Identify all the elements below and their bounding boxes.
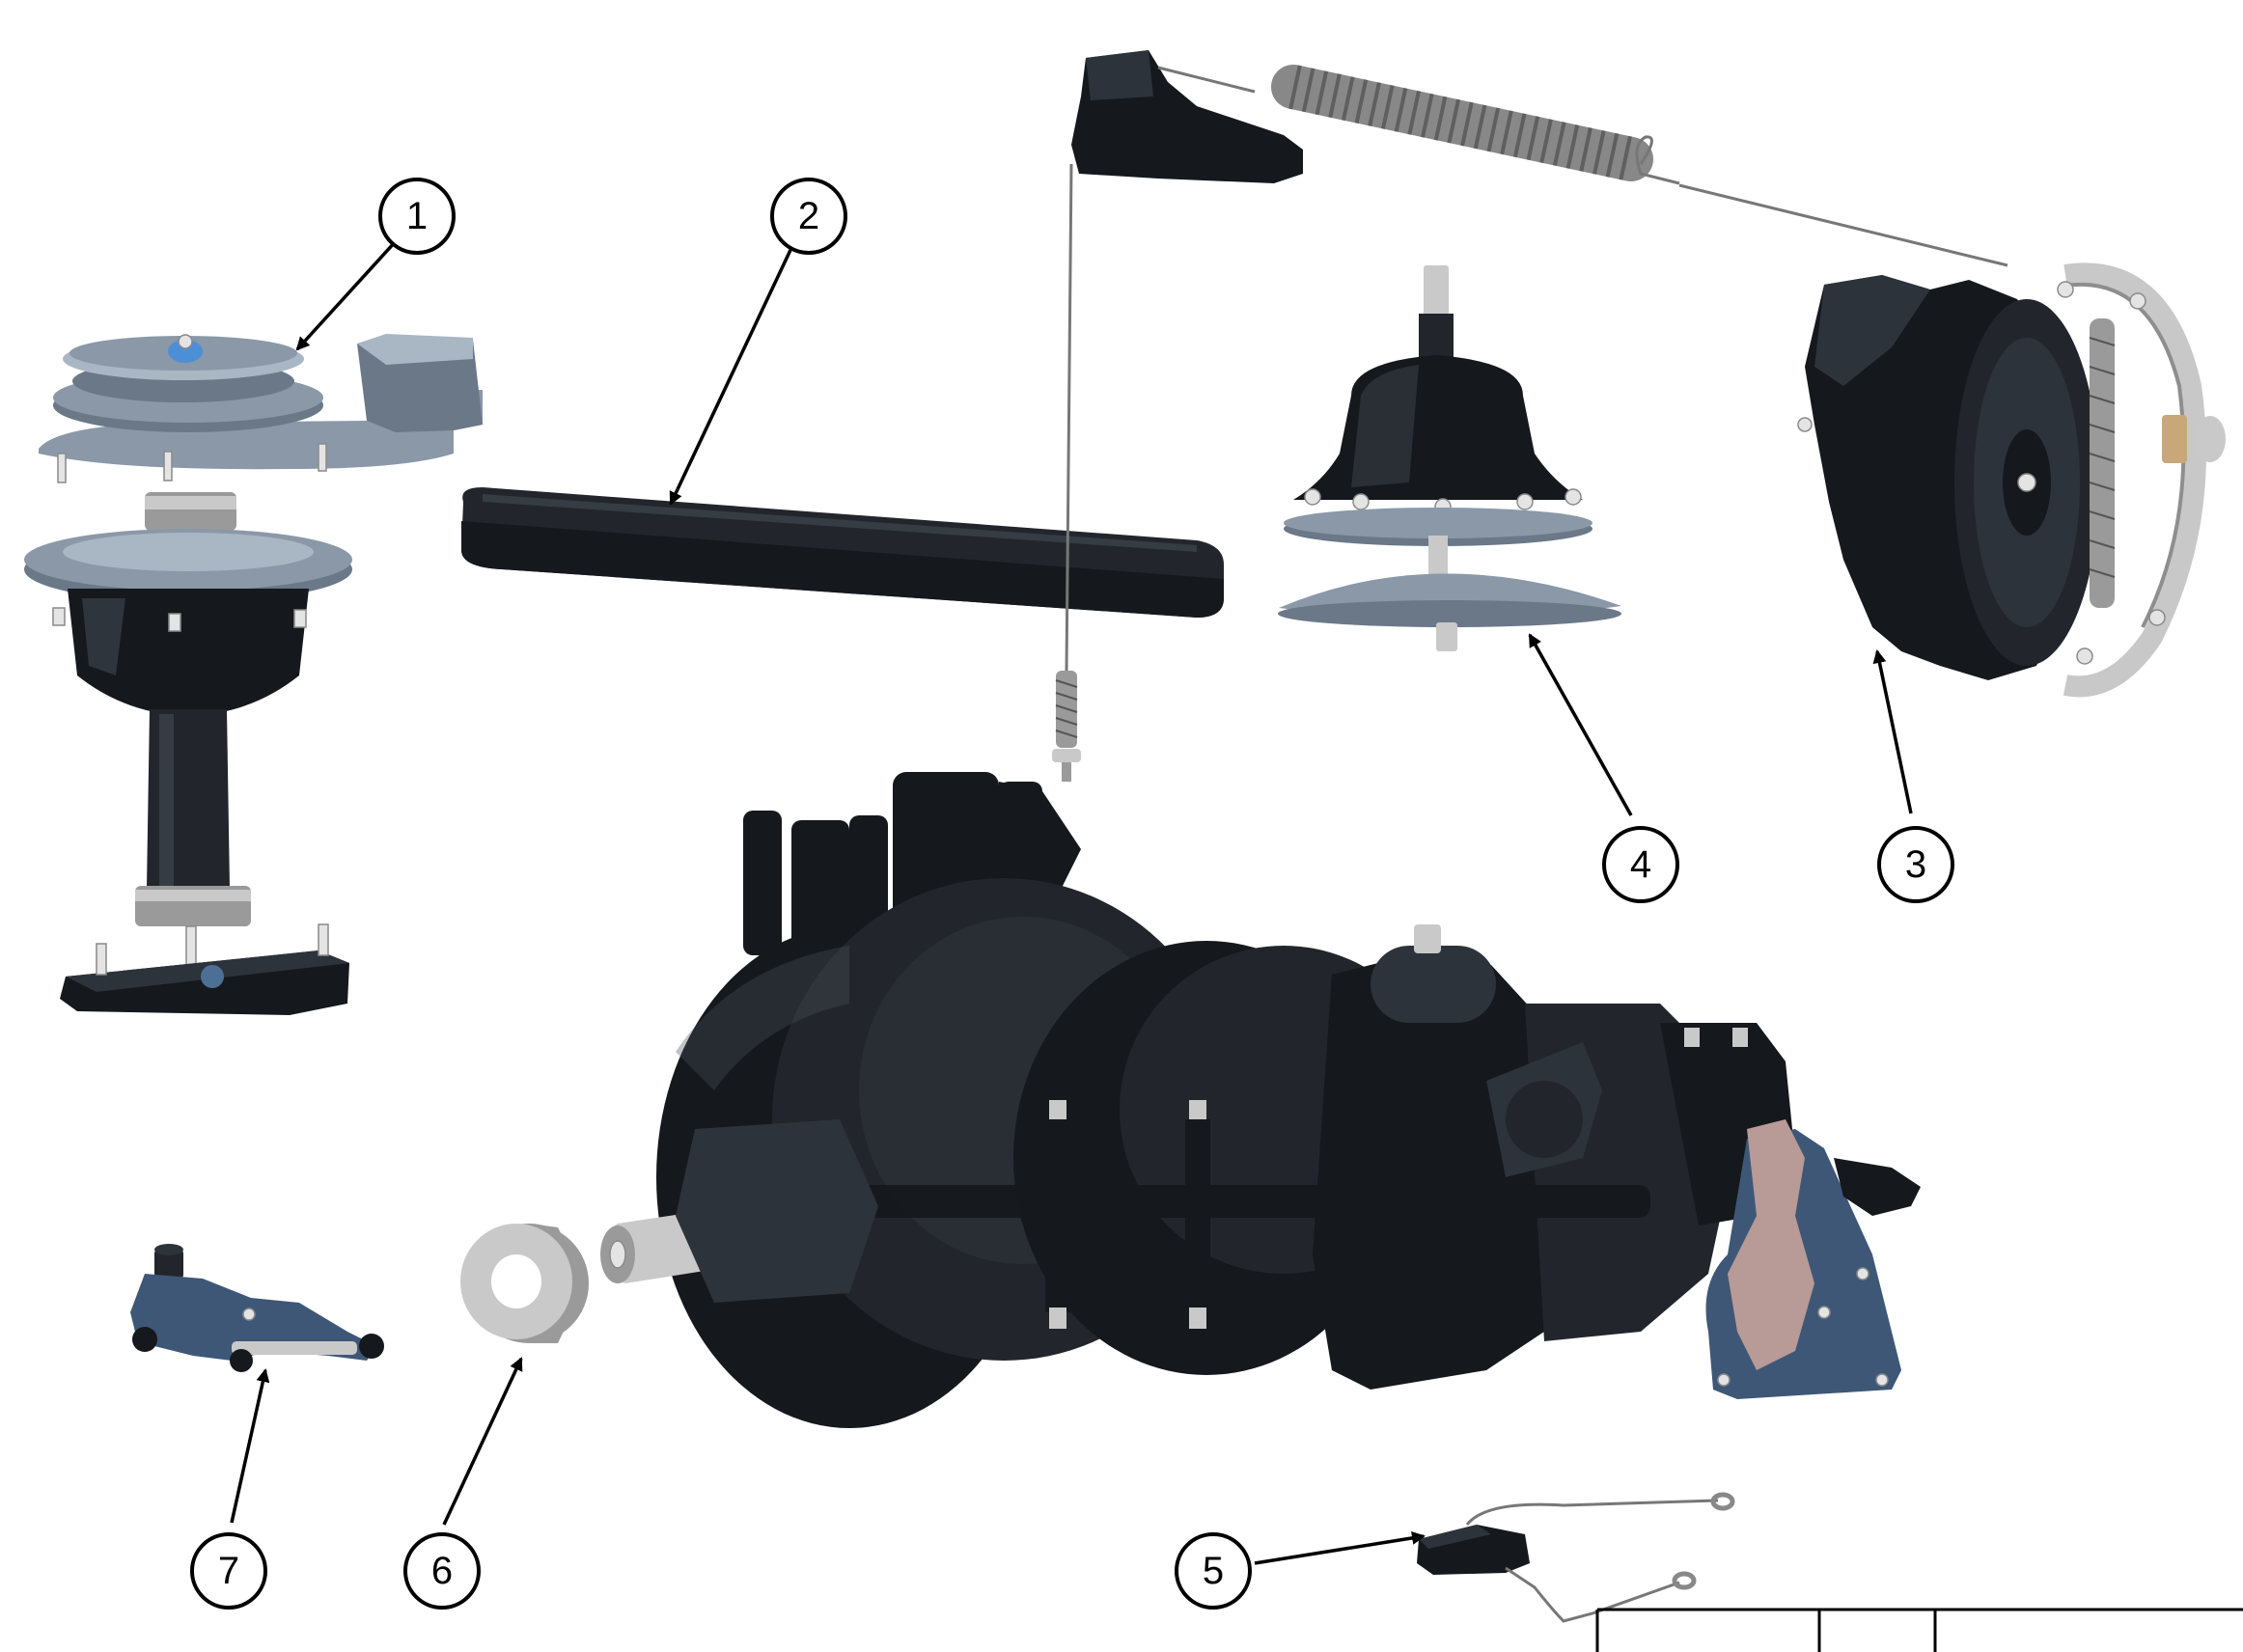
leader-6 xyxy=(442,1357,523,1526)
callout-5: 5 xyxy=(1175,1532,1252,1610)
transaxle-housing xyxy=(600,772,1921,1428)
callout-label-5: 5 xyxy=(1203,1550,1224,1592)
callout-label-3: 3 xyxy=(1905,843,1926,886)
callout-label-4: 4 xyxy=(1630,843,1651,886)
callout-1: 1 xyxy=(378,178,456,255)
part-2-drive-belt xyxy=(461,487,1224,618)
title-block-fragment xyxy=(1595,1608,2243,1652)
leader-4 xyxy=(1528,633,1633,816)
callouts: 1 2 3 4 5 6 7 xyxy=(190,178,1954,1610)
leader-7 xyxy=(230,1368,270,1524)
callout-4: 4 xyxy=(1602,826,1679,903)
part-1-clutch-pulley-assembly xyxy=(24,334,483,1015)
callout-2: 2 xyxy=(770,178,847,255)
top-cable-spring-assembly xyxy=(1052,50,2008,782)
leader-1 xyxy=(295,239,398,351)
part-3-brake-disc-assembly xyxy=(1797,262,2226,698)
part-7-link-bracket xyxy=(130,1244,384,1372)
leader-5 xyxy=(1254,1530,1426,1565)
callout-label-2: 2 xyxy=(798,195,819,237)
part-4-variator-pulley xyxy=(1278,265,1621,651)
callout-label-1: 1 xyxy=(406,195,428,237)
callout-label-7: 7 xyxy=(218,1550,239,1592)
callout-label-6: 6 xyxy=(431,1550,453,1592)
part-6-washer xyxy=(460,1224,589,1343)
leader-2 xyxy=(669,247,793,506)
callout-6: 6 xyxy=(403,1532,481,1610)
callout-7: 7 xyxy=(190,1532,267,1610)
callout-3: 3 xyxy=(1877,826,1954,903)
part-5-cable-bracket xyxy=(1417,1492,1735,1623)
leader-3 xyxy=(1872,649,1913,814)
leader-lines xyxy=(230,239,1913,1565)
